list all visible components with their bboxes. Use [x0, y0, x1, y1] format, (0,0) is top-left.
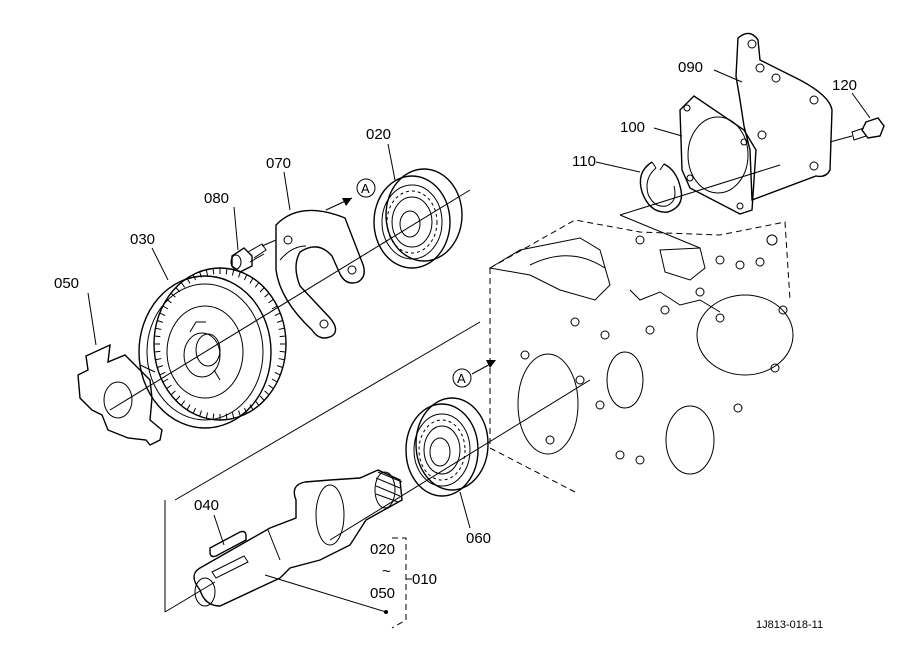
- part-090-cover: [735, 32, 833, 201]
- part-010-shaft: [193, 469, 403, 607]
- gear-tooth: [199, 271, 202, 278]
- gear-tooth: [264, 390, 270, 396]
- label-range-sep: ~: [382, 563, 391, 580]
- gear-tooth: [154, 335, 161, 338]
- part-020-bearing: [373, 168, 463, 269]
- label-110: 110: [572, 153, 596, 170]
- gear-tooth: [170, 390, 176, 396]
- gear-tooth: [276, 365, 283, 368]
- label-060: 060: [466, 530, 491, 547]
- gear-tooth: [157, 365, 164, 368]
- gear-tooth: [170, 292, 176, 298]
- label-range-to: 050: [370, 585, 395, 602]
- gear-tooth: [231, 412, 235, 419]
- callout-a-lower: A: [452, 360, 496, 388]
- callout-a-lower-label: A: [457, 371, 466, 386]
- gear-tooth: [225, 268, 228, 275]
- gear-tooth: [180, 400, 186, 406]
- gear-tooth: [175, 287, 181, 293]
- gear-tooth: [180, 282, 186, 288]
- label-100: 100: [620, 119, 645, 136]
- gear-tooth: [162, 305, 169, 310]
- gear-tooth: [212, 268, 215, 275]
- part-040-key: [209, 530, 247, 558]
- gear-tooth: [166, 384, 172, 390]
- label-070: 070: [266, 155, 291, 172]
- part-120-bolt: [829, 117, 885, 143]
- gear-tooth: [268, 298, 274, 304]
- callout-a-upper: A: [325, 178, 376, 211]
- label-040: 040: [194, 497, 219, 514]
- gear-tooth: [162, 378, 169, 383]
- gear-tooth: [159, 312, 166, 316]
- gear-tooth: [186, 404, 191, 411]
- gear-tooth: [279, 350, 286, 353]
- gear-tooth: [159, 372, 166, 376]
- label-010: 010: [412, 571, 437, 588]
- gear-tooth: [238, 410, 241, 417]
- part-050-collar: [77, 343, 163, 446]
- gear-tooth: [166, 298, 172, 304]
- drawing-reference: 1J813-018-11: [756, 619, 823, 631]
- gear-tooth: [231, 269, 235, 276]
- label-range-from: 020: [370, 541, 395, 558]
- gear-tooth: [155, 327, 162, 330]
- gear-tooth: [249, 404, 254, 411]
- label-020: 020: [366, 126, 391, 143]
- gear-tooth: [264, 292, 270, 298]
- leader-lines: [87, 69, 871, 614]
- gear-tooth: [212, 413, 215, 420]
- gear-tooth: [199, 410, 202, 417]
- gear-teeth: [154, 268, 286, 420]
- gear-tooth: [276, 320, 283, 323]
- gear-tooth: [274, 372, 281, 376]
- gear-tooth: [243, 407, 248, 414]
- part-080-bolt: [230, 239, 277, 273]
- gear-tooth: [271, 378, 278, 383]
- gear-tooth: [225, 413, 228, 420]
- gear-tooth: [259, 287, 265, 293]
- assembly-axis-lines: [109, 164, 781, 613]
- gear-tooth: [205, 269, 209, 276]
- gear-tooth: [254, 400, 260, 406]
- gear-tooth: [278, 327, 285, 330]
- label-090: 090: [678, 59, 703, 76]
- part-030-gear: [138, 267, 287, 429]
- gear-tooth: [254, 282, 260, 288]
- gear-tooth: [205, 412, 209, 419]
- gear-tooth: [175, 395, 181, 401]
- gear-tooth: [157, 320, 164, 323]
- label-050: 050: [54, 275, 79, 292]
- gear-tooth: [243, 274, 248, 281]
- gear-tooth: [186, 277, 191, 284]
- gear-tooth: [259, 395, 265, 401]
- callout-a-upper-label: A: [361, 181, 370, 196]
- part-060-bearing: [405, 397, 489, 497]
- gear-tooth: [155, 358, 162, 361]
- label-030: 030: [130, 231, 155, 248]
- part-100-gasket: [679, 95, 757, 215]
- gear-tooth: [192, 274, 197, 281]
- part-110-snap-ring: [639, 161, 683, 213]
- gear-tooth: [278, 358, 285, 361]
- part-070-plate: [275, 209, 365, 339]
- gear-tooth: [249, 277, 254, 284]
- gear-tooth: [274, 312, 281, 316]
- gear-tooth: [192, 407, 197, 414]
- gear-tooth: [154, 350, 161, 353]
- label-120: 120: [832, 77, 857, 94]
- engine-block: [488, 219, 794, 493]
- part-labels: 050 030 080 070 020 040 060 110 100 090 …: [54, 59, 857, 602]
- label-080: 080: [204, 190, 229, 207]
- gear-tooth: [279, 335, 286, 338]
- gear-tooth: [268, 384, 274, 390]
- gear-tooth: [271, 305, 278, 310]
